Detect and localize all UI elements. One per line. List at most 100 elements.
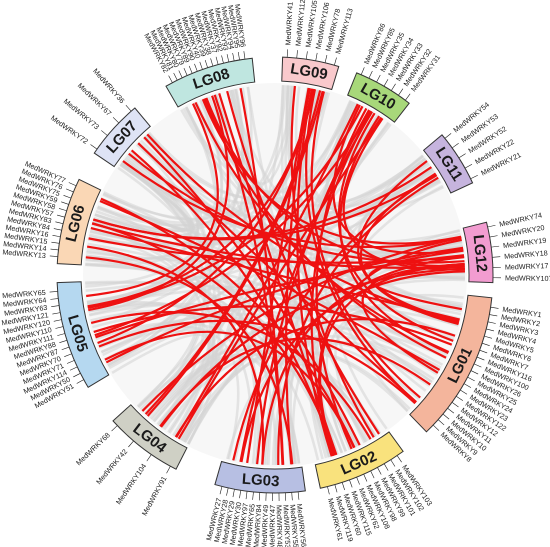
gene-tick bbox=[356, 477, 360, 485]
gene-tick bbox=[451, 143, 459, 149]
gene-tick bbox=[68, 182, 77, 187]
gene-tick bbox=[398, 88, 404, 96]
chromosome-block-lg10 bbox=[347, 72, 410, 123]
gene-tick bbox=[458, 153, 466, 159]
collinear-link bbox=[94, 163, 194, 238]
gene-tick bbox=[232, 52, 235, 61]
gene-tick bbox=[481, 342, 490, 346]
gene-tick bbox=[50, 298, 59, 300]
gene-tick bbox=[237, 51, 240, 60]
gene-tick bbox=[55, 221, 64, 224]
gene-tick bbox=[101, 130, 108, 136]
segmental-duplication-link bbox=[290, 85, 375, 438]
gene-label: MedWRKY42 bbox=[94, 447, 129, 486]
gene-tick bbox=[437, 419, 445, 426]
gene-tick bbox=[76, 379, 84, 384]
gene-label: MedWRKY13 bbox=[2, 247, 46, 260]
gene-tick bbox=[221, 55, 224, 64]
chromosome-block-lg05 bbox=[56, 281, 110, 388]
gene-tick bbox=[146, 454, 152, 462]
gene-tick bbox=[464, 163, 473, 169]
gene-label: MedWRKY56 bbox=[295, 503, 309, 547]
gene-label: MedWRKY49 bbox=[259, 505, 270, 547]
gene-tick bbox=[219, 486, 223, 495]
gene-tick bbox=[451, 402, 459, 408]
gene-label: MedWRKY65 bbox=[243, 503, 256, 547]
segmental-duplication-link bbox=[87, 105, 364, 309]
gene-tick bbox=[490, 306, 499, 309]
gene-tick bbox=[370, 470, 375, 479]
gene-tick bbox=[463, 383, 472, 388]
gene-tick bbox=[52, 312, 61, 315]
collinear-link bbox=[107, 87, 250, 367]
gene-tick bbox=[183, 68, 188, 76]
gene-tick bbox=[391, 83, 396, 91]
segmental-duplication-link bbox=[305, 89, 417, 404]
collinear-link bbox=[95, 321, 301, 464]
segmental-duplication-link bbox=[177, 116, 383, 440]
collinear-link bbox=[97, 205, 212, 437]
gene-tick bbox=[486, 328, 495, 332]
segmental-duplication-link bbox=[98, 319, 416, 405]
gene-tick bbox=[53, 319, 62, 322]
gene-tick bbox=[324, 54, 328, 63]
gene-tick bbox=[243, 51, 246, 60]
segmental-duplication-links bbox=[85, 85, 465, 465]
gene-tick bbox=[447, 407, 455, 414]
segmental-duplication-link bbox=[104, 330, 355, 449]
gene-label: MedWRKY107 bbox=[505, 273, 550, 283]
chromosome-block-lg04 bbox=[112, 404, 188, 470]
gene-tick bbox=[215, 56, 219, 65]
gene-tick bbox=[51, 241, 60, 244]
gene-tick bbox=[487, 321, 496, 324]
gene-tick bbox=[111, 425, 118, 432]
gene-label: MedWRKY55 bbox=[288, 504, 300, 547]
gene-tick bbox=[49, 255, 58, 257]
gene-label: MedWRKY48 bbox=[275, 505, 285, 547]
gene-tick bbox=[349, 479, 353, 488]
gene-tick bbox=[168, 75, 173, 83]
segmental-duplication-link bbox=[368, 249, 464, 311]
segmental-duplication-link bbox=[159, 337, 431, 428]
gene-tick bbox=[368, 70, 373, 79]
gene-tick bbox=[334, 57, 337, 66]
gene-tick bbox=[188, 65, 193, 74]
segmental-duplication-link bbox=[122, 160, 462, 249]
gene-tick bbox=[173, 72, 178, 81]
segmental-duplication-link bbox=[310, 91, 421, 399]
gene-tick bbox=[51, 305, 60, 308]
gene-tick bbox=[487, 224, 496, 228]
gene-tick bbox=[467, 376, 475, 382]
segmental-duplication-link bbox=[85, 256, 294, 465]
segmental-duplication-link bbox=[338, 115, 449, 354]
gene-label: MedWRKY47 bbox=[267, 505, 276, 547]
segmental-duplication-link bbox=[175, 103, 359, 438]
gene-tick bbox=[128, 440, 134, 448]
segmental-duplication-link bbox=[95, 254, 465, 339]
gene-tick bbox=[59, 340, 68, 344]
chromosome-block-lg01 bbox=[409, 294, 493, 433]
gene-tick bbox=[296, 50, 298, 59]
gene-tick bbox=[239, 490, 242, 499]
gene-tick bbox=[460, 389, 468, 395]
segmental-duplication-link bbox=[226, 90, 380, 435]
gene-tick bbox=[456, 395, 464, 401]
gene-tick bbox=[55, 326, 64, 329]
gene-tick bbox=[489, 235, 498, 238]
gene-tick bbox=[50, 248, 59, 251]
gene-tick bbox=[232, 489, 235, 498]
gene-label: MedWRKY17 bbox=[505, 261, 549, 271]
gene-tick bbox=[470, 370, 479, 375]
gene-tick bbox=[305, 51, 308, 60]
gene-tick bbox=[405, 93, 411, 101]
segmental-duplication-link bbox=[143, 136, 361, 446]
gene-tick bbox=[476, 356, 485, 361]
gene-tick bbox=[383, 463, 389, 471]
gene-tick bbox=[210, 58, 214, 67]
gene-label: MedWRKY84 bbox=[251, 504, 263, 547]
gene-tick bbox=[245, 491, 248, 500]
gene-label: MedWRKY104 bbox=[114, 462, 148, 506]
gene-tick bbox=[396, 455, 402, 463]
gene-tick bbox=[194, 63, 198, 72]
